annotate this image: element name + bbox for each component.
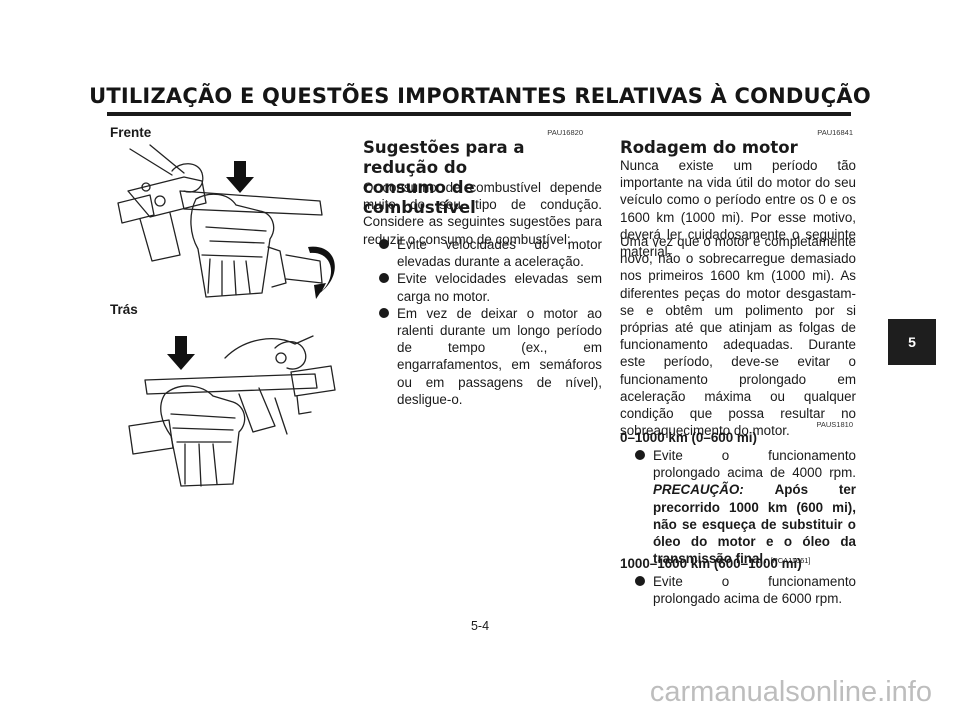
- rotate-arrow-icon: [308, 246, 335, 299]
- front-throttle-illustration: [117, 144, 335, 299]
- bullet-icon: [635, 576, 645, 586]
- header-rule: [107, 112, 851, 116]
- rear-brake-illustration: [128, 335, 336, 487]
- page-number: 5-4: [470, 619, 490, 633]
- breakin-list-2: Evite o funcionamento prolongado acima d…: [633, 573, 856, 607]
- list-item: Evite o funcionamento prolongado acima d…: [633, 447, 856, 569]
- breakin-list-1: Evite o funcionamento prolongado acima d…: [633, 447, 856, 569]
- ref-code-breakin-2: PAUS1810: [816, 420, 853, 429]
- section-title-fuel-line2: consumo de combustível: [363, 178, 476, 217]
- arrow-down-icon: [167, 336, 195, 370]
- list-item: Evite velocidades elevadas sem carga no …: [377, 270, 602, 304]
- section-title-fuel-line1: Sugestões para a redução do: [363, 138, 525, 177]
- bullet-icon: [635, 450, 645, 460]
- arrow-down-icon: [226, 161, 254, 193]
- figure-label-rear: Trás: [110, 302, 138, 317]
- caution-text: Após ter precorrido 1000 km (600 mi), nã…: [653, 482, 856, 567]
- chapter-tab[interactable]: 5: [888, 319, 936, 365]
- page-header-title: UTILIZAÇÃO E QUESTÕES IMPORTANTES RELATI…: [89, 84, 871, 108]
- bullet-icon: [379, 307, 389, 318]
- fuel-tips-list: Evite velocidades do motor elevadas dura…: [377, 236, 602, 408]
- chapter-tab-label: 5: [908, 334, 916, 350]
- bullet-icon: [379, 239, 389, 249]
- caution-label: PRECAUÇÃO:: [653, 482, 744, 498]
- caution-ref-code: [PCA11661]: [770, 556, 811, 566]
- list-item: Evite o funcionamento prolongado acima d…: [633, 573, 856, 607]
- section-title-breakin: Rodagem do motor: [620, 138, 798, 157]
- subheading-1000-1600km: 1000–1600 km (600–1000 mi): [620, 556, 802, 571]
- breakin-paragraph-1: Nunca existe um período tão importante n…: [620, 158, 856, 260]
- bullet-icon: [379, 273, 389, 284]
- list-item: Evite velocidades do motor elevadas dura…: [377, 236, 602, 270]
- ref-code-breakin: PAU16841: [817, 128, 853, 137]
- subheading-0-1000km: 0–1000 km (0–600 mi): [620, 430, 757, 445]
- ref-code-fuel: PAU16820: [547, 128, 583, 137]
- watermark: carmanualsonline.info: [649, 676, 932, 708]
- figure-label-front: Frente: [110, 125, 152, 140]
- list-item: Em vez de deixar o motor ao ralenti dura…: [377, 305, 602, 408]
- fuel-intro-paragraph: O consumo de combustível depende muito d…: [363, 180, 602, 247]
- section-title-fuel: Sugestões para a redução do consumo de c…: [363, 138, 593, 218]
- breakin-paragraph-2: Uma vez que o motor é completamente novo…: [620, 234, 856, 439]
